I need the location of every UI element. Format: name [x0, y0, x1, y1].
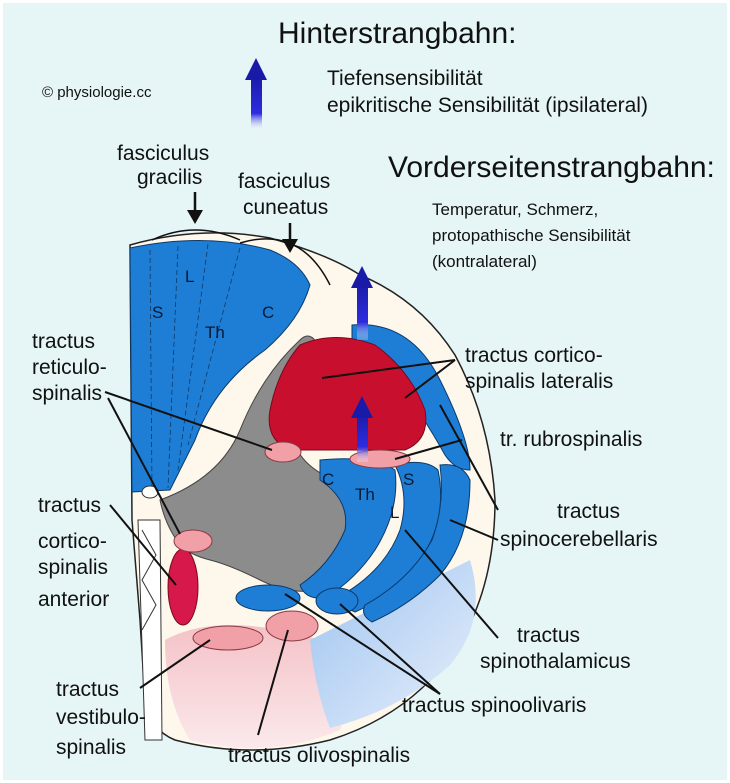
label-rubrospinalis: tr. rubrospinalis	[500, 428, 642, 451]
reticulospinal-tract	[265, 442, 301, 462]
ventral-seg-l: L	[390, 503, 399, 522]
dorsal-seg-l: L	[185, 267, 194, 286]
label-gracilis-1: fasciculus	[117, 142, 209, 165]
label-cslat-1: tractus cortico-	[465, 344, 603, 367]
label-cuneatus-2: cuneatus	[243, 196, 328, 219]
dorsal-legend-title: Hinterstrangbahn:	[278, 17, 516, 50]
label-spinocer-1: tractus	[557, 500, 620, 523]
label-olivospinalis: tractus olivospinalis	[228, 744, 410, 767]
label-csant-4: anterior	[38, 588, 109, 611]
ventral-seg-s: S	[403, 470, 414, 489]
dorsal-seg-th: Th	[205, 323, 225, 342]
dorsal-seg-s: S	[152, 303, 163, 322]
ventral-legend-line2: protopathische Sensibilität	[432, 226, 631, 245]
copyright: © physiologie.cc	[42, 84, 152, 101]
label-vestib-3: spinalis	[56, 736, 126, 759]
vestibulospinal-tract	[193, 626, 263, 650]
label-spinoolivaris: tractus spinoolivaris	[402, 694, 586, 717]
ventral-legend-line1: Temperatur, Schmerz,	[432, 200, 598, 219]
label-cuneatus-1: fasciculus	[238, 170, 330, 193]
dorsal-legend-line1: Tiefensensibilität	[327, 67, 483, 90]
label-vestib-1: tractus	[56, 678, 119, 701]
label-spinothal-2: spinothalamicus	[480, 650, 631, 673]
olivospinal-tract	[266, 611, 318, 641]
label-csant-2: cortico-	[38, 530, 107, 553]
label-reticulo-2: reticulo-	[32, 356, 107, 379]
label-spinocer-2: spinocerebellaris	[500, 528, 658, 551]
ventral-legend-title: Vorderseitenstrangbahn:	[388, 151, 715, 184]
ventral-seg-c: C	[322, 470, 334, 489]
label-gracilis-2: gracilis	[137, 166, 202, 189]
dorsal-seg-c: C	[262, 303, 274, 322]
label-cslat-2: spinalis lateralis	[465, 370, 613, 393]
label-reticulo-3: spinalis	[32, 382, 102, 405]
ventral-seg-th: Th	[355, 485, 375, 504]
ventral-legend-line3: (kontralateral)	[432, 252, 537, 271]
label-spinothal-1: tractus	[517, 624, 580, 647]
dorsal-legend-line2: epikritische Sensibilität (ipsilateral)	[327, 94, 648, 117]
label-reticulo-1: tractus	[32, 330, 95, 353]
label-vestib-2: vestibulo-	[56, 706, 146, 729]
spinoolivary-tract-2	[316, 588, 358, 614]
label-csant-3: spinalis	[38, 556, 108, 579]
label-csant-1: tractus	[38, 494, 101, 517]
corticospinal-anterior-tract	[168, 549, 198, 625]
